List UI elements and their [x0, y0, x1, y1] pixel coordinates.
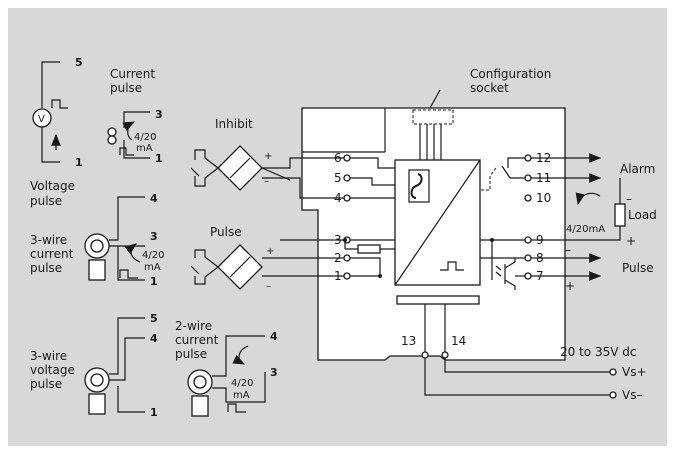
voltage-pulse-l1: Voltage: [30, 179, 75, 193]
two-w-ma-unit: mA: [233, 390, 250, 401]
two-w-ma-value: 4/20: [231, 378, 253, 389]
inhibit-label: Inhibit: [215, 117, 253, 131]
twv-terminal-1: 1: [150, 406, 158, 419]
pulse-output-label: Pulse: [622, 261, 654, 275]
bus-bar: [396, 295, 480, 305]
load-label: Load: [628, 208, 657, 222]
cp-terminal-1: 1: [155, 152, 163, 165]
pulse-minus-in: –: [266, 281, 271, 292]
terminal-10: 10: [536, 191, 551, 205]
config-socket: [412, 109, 454, 125]
load-minus: –: [626, 192, 632, 206]
vs-minus-label: Vs–: [622, 388, 642, 402]
pulse-symbol: [440, 261, 464, 271]
cp-terminal-3: 3: [155, 108, 163, 121]
inhibit-minus: –: [264, 176, 269, 187]
twc-ma-unit: mA: [144, 262, 161, 273]
integrator-symbol: [410, 173, 423, 199]
three-wire-current-transmitter: [84, 196, 145, 281]
inhibit-converter: [190, 145, 263, 191]
vs-plus-label: Vs+: [622, 365, 647, 379]
pulse-input-label: Pulse: [210, 225, 242, 239]
v-symbol: V: [38, 114, 45, 125]
current-pulse-source: [107, 111, 150, 159]
twc-terminal-4: 4: [150, 192, 158, 205]
opto-transistor: [495, 258, 525, 290]
three-wire-voltage-l1: 3-wire: [30, 349, 67, 363]
two-wire-current-l1: 2-wire: [175, 319, 212, 333]
three-wire-voltage-l3: pulse: [30, 377, 62, 391]
current-pulse-l2: pulse: [110, 81, 142, 95]
pulse-plus-in: +: [266, 246, 274, 257]
config-label-2: socket: [470, 81, 509, 95]
two-w-terminal-4: 4: [270, 330, 278, 343]
load-plus: +: [626, 234, 636, 248]
twc-ma-value: 4/20: [142, 250, 164, 261]
terminal-5: 5: [334, 171, 342, 185]
load-resistor: [614, 203, 626, 227]
twc-terminal-1: 1: [150, 275, 158, 288]
two-wire-current-transmitter: [187, 335, 266, 417]
three-wire-voltage-transmitter: [84, 317, 145, 415]
ma-output-label: 4/20mA: [566, 224, 605, 235]
voltage-pulse-l2: pulse: [30, 194, 62, 208]
cp-ma-unit: mA: [136, 143, 153, 154]
three-wire-current-l1: 3-wire: [30, 233, 67, 247]
terminal-13: 13: [401, 334, 416, 348]
config-label-1: Configuration: [470, 67, 551, 81]
twv-terminal-5: 5: [150, 312, 158, 325]
three-wire-current-l3: pulse: [30, 261, 62, 275]
inhibit-plus: +: [264, 151, 272, 162]
current-pulse-l1: Current: [110, 67, 155, 81]
terminal-14: 14: [451, 334, 466, 348]
cp-ma-value: 4/20: [134, 132, 156, 143]
pulse-converter: [190, 244, 263, 290]
three-wire-current-l2: current: [30, 247, 74, 261]
resistor: [357, 244, 381, 254]
pulse-plus: +: [565, 279, 575, 293]
isolator-module: [301, 89, 566, 361]
voltage-pulse-source: [32, 61, 68, 163]
two-wire-current-l3: pulse: [175, 347, 207, 361]
three-wire-voltage-l2: voltage: [30, 363, 75, 377]
two-wire-current-l2: current: [175, 333, 219, 347]
twv-terminal-4: 4: [150, 332, 158, 345]
twc-terminal-3: 3: [150, 230, 158, 243]
pulse-minus: –: [565, 243, 571, 257]
vp-terminal-5: 5: [75, 56, 83, 69]
two-w-terminal-3: 3: [270, 366, 278, 379]
alarm-label: Alarm: [620, 162, 655, 176]
supply-label: 20 to 35V dc: [560, 345, 636, 359]
vp-terminal-1: 1: [75, 156, 83, 169]
